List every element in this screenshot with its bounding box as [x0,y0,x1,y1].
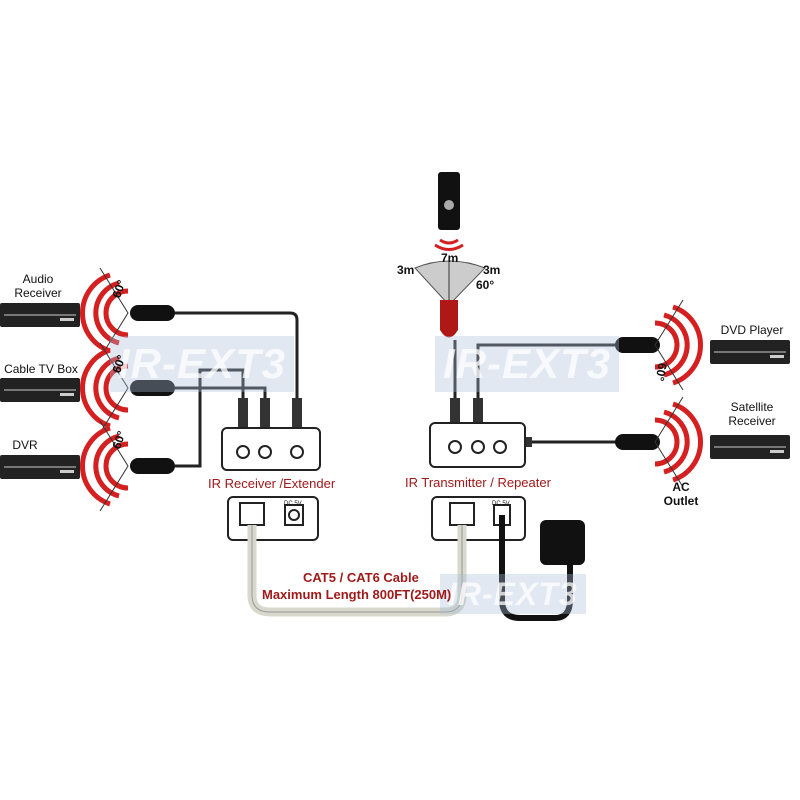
watermark: IR-EXT3 [435,336,620,392]
watermark: IR-EXT3 [440,574,586,614]
transmitter-label: IR Transmitter / Repeater [405,475,551,490]
label-dvr: DVR [12,438,38,452]
dc-label: DC 5V [284,501,302,507]
ir-arcs-right [655,300,701,487]
receiver-label: IR Receiver /Extender [208,476,336,491]
power-cable [499,515,573,621]
cable-title: CAT5 / CAT6 Cable [303,570,419,585]
satellite-device [710,435,790,459]
label-audio-receiver: Audio Receiver [14,272,62,300]
emitter-cables [175,311,620,468]
label-satellite-receiver: Satellite Receiver [728,400,776,428]
dvd-player-device [710,340,790,364]
ir-range-cone [414,260,486,306]
label-cable-tv-box: Cable TV Box [4,362,78,376]
range-right: 3m [483,263,501,277]
cable-box-device [0,378,80,402]
transmitter-power-panel [431,496,526,541]
emitter-heads [130,305,660,474]
audio-receiver-device [0,303,80,327]
power-adapter [540,520,585,565]
range-left: 3m [397,263,415,277]
range-angle: 60° [476,278,495,292]
watermark: IR-EXT3 [110,336,295,392]
label-dvd-player: DVD Player [720,323,784,337]
dvr-device [0,455,80,479]
cable-length: Maximum Length 800FT(250M) [262,587,452,602]
range-center: 7m [441,251,459,265]
rj45-port [239,502,265,526]
dc-label: DC 5V [492,501,510,507]
ir-receiver-eye [440,300,458,338]
label-ac-outlet: AC Outlet [663,480,699,508]
